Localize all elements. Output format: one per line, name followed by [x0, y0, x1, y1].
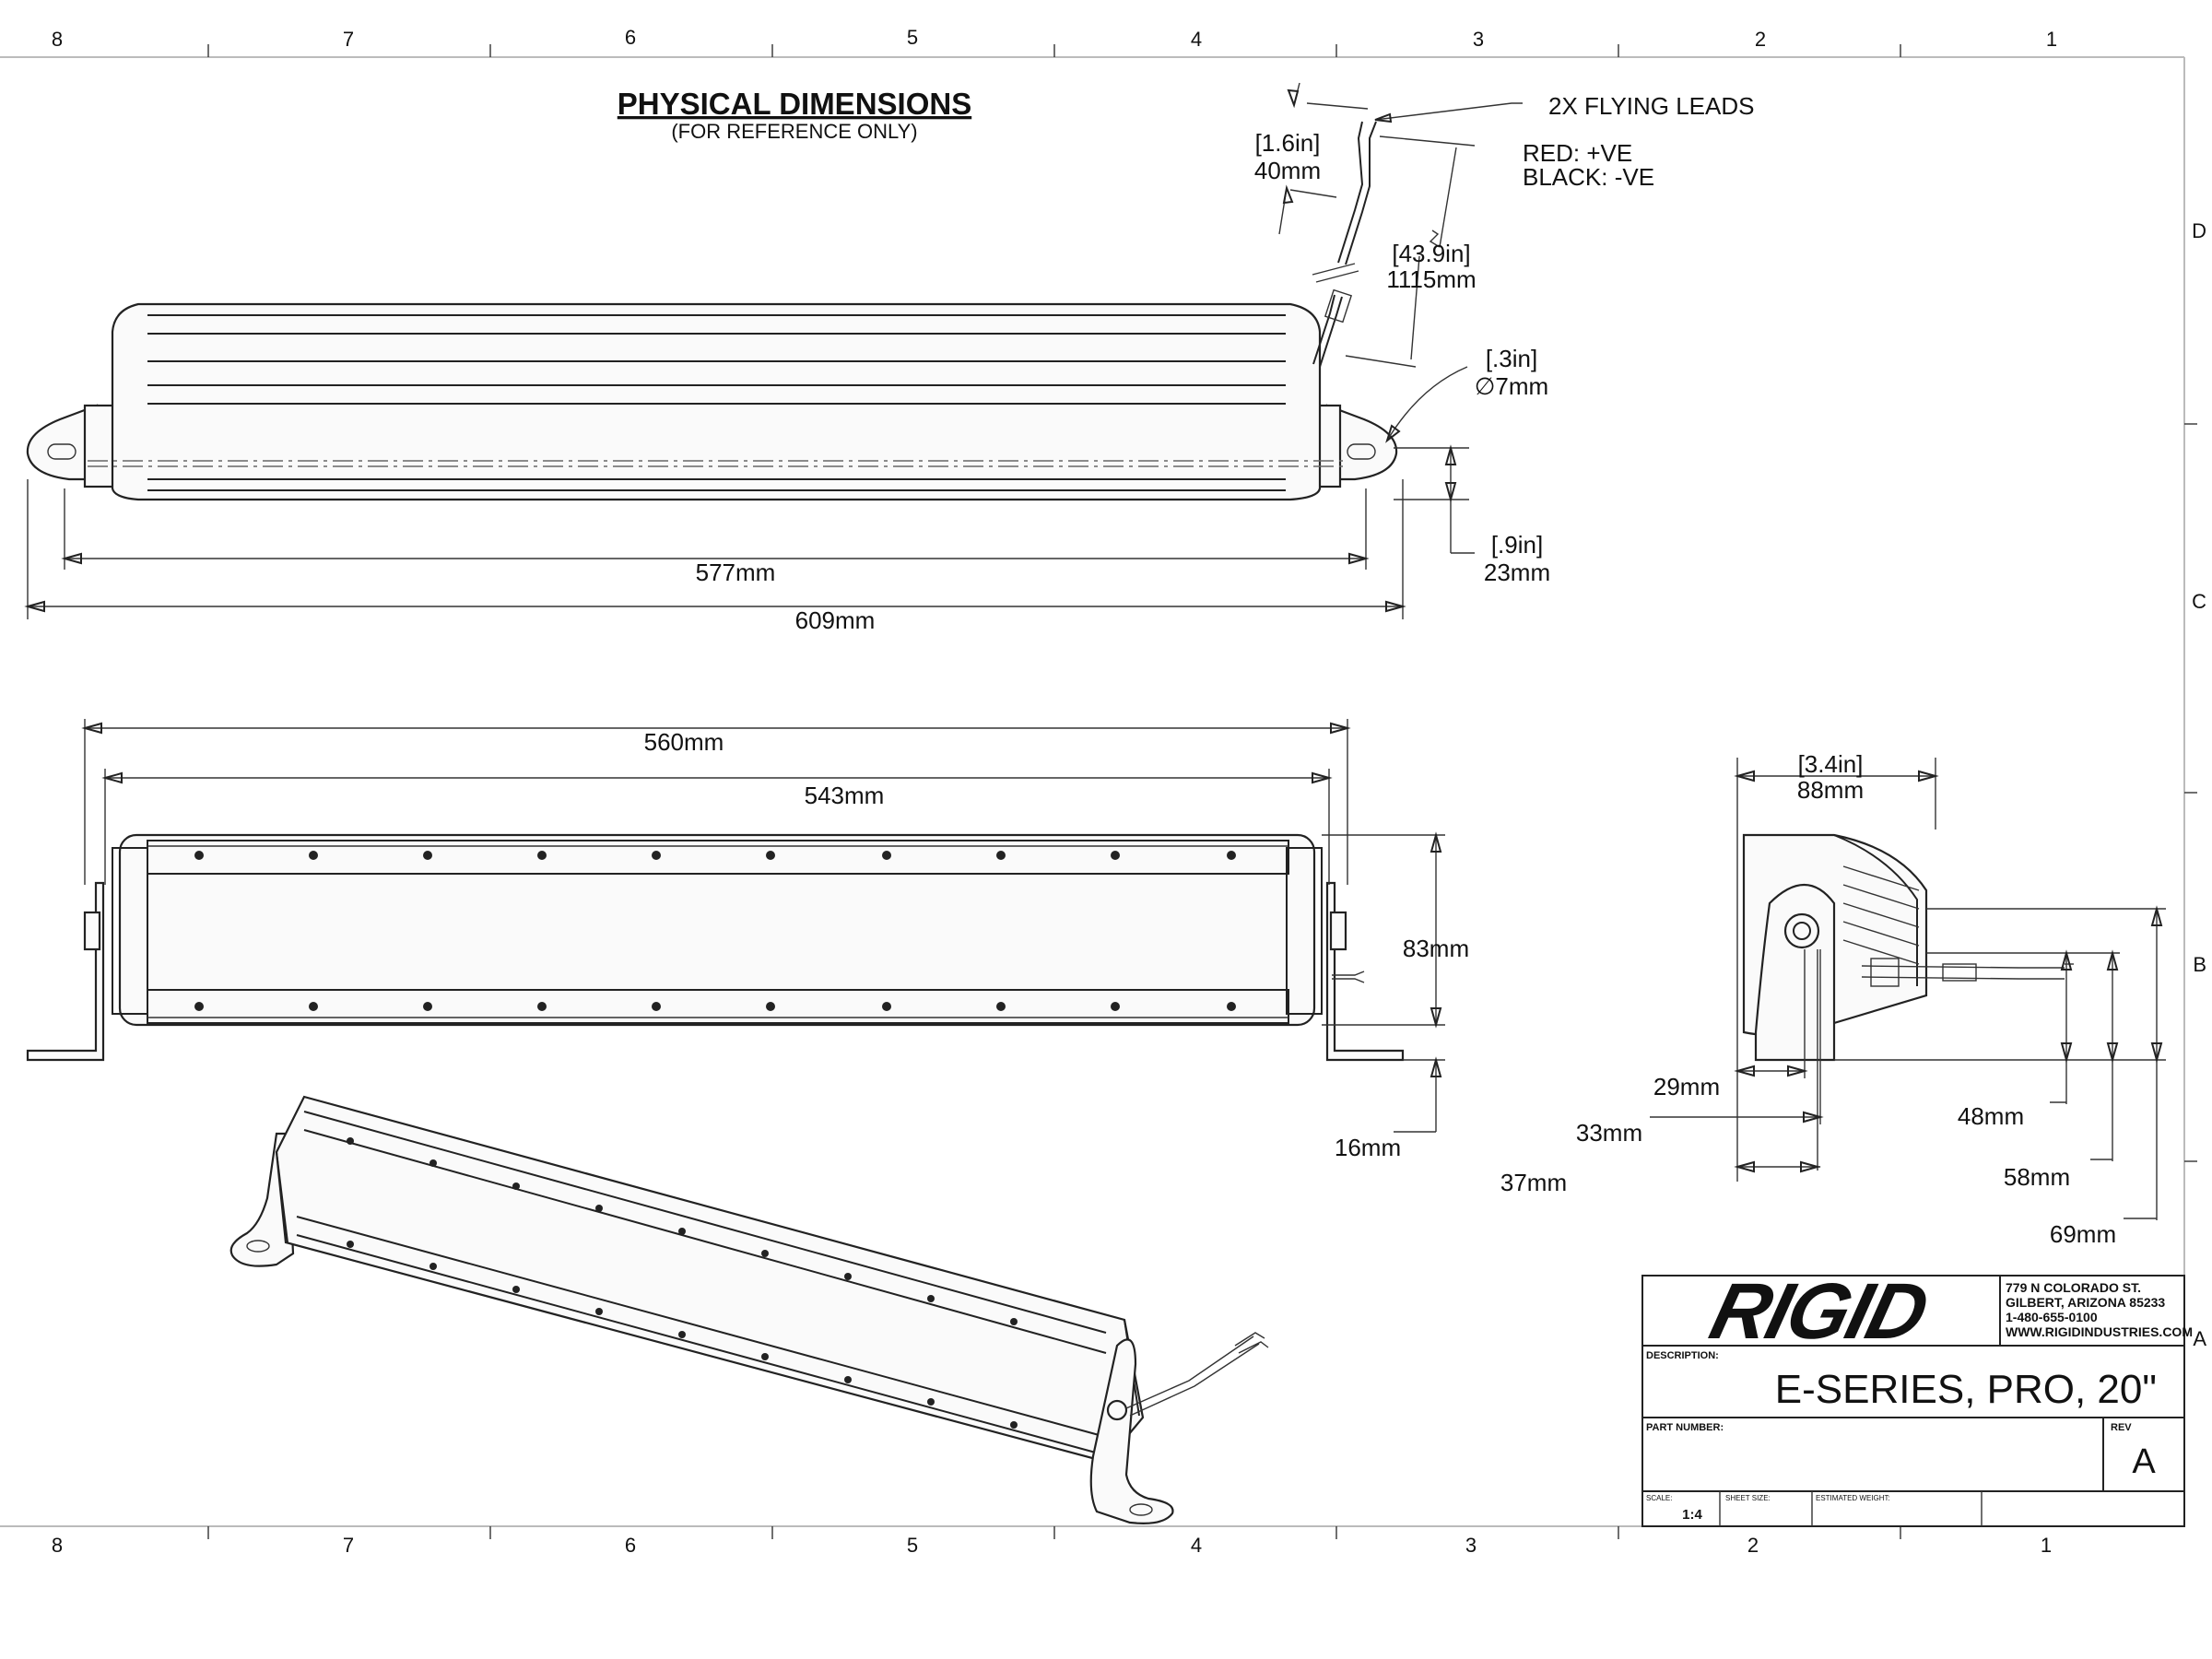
dim-depth-mm: 88mm	[1797, 776, 1864, 804]
left-slot	[47, 443, 76, 460]
rigid-logo: RIGID	[1702, 1266, 1936, 1356]
zone-col-5-bottom: 5	[907, 1534, 918, 1557]
zone-labels-bottom: 8 7 6 5 4 3 2 1	[52, 1534, 2052, 1557]
heat-shrink	[1324, 288, 1353, 324]
left-endcap-front	[112, 847, 148, 1015]
dim-pivot-33mm: 33mm	[1576, 1119, 1642, 1147]
iso-right-bracket	[1089, 1338, 1174, 1524]
rev-value: A	[2132, 1442, 2156, 1481]
dim-pivot-29mm: 29mm	[1653, 1073, 1720, 1100]
zone-row-a: A	[2193, 1327, 2206, 1350]
rev-label: REV	[2111, 1422, 2132, 1433]
flying-leads-top	[1312, 121, 1377, 368]
part-number-label: PART NUMBER:	[1646, 1422, 1724, 1433]
right-slot	[1347, 443, 1376, 460]
zone-col-6: 6	[625, 26, 636, 49]
housing-ribs	[147, 314, 1286, 491]
zone-col-7: 7	[343, 28, 354, 51]
title-block	[1641, 1275, 2185, 1527]
address-line-1: 779 N COLORADO ST.	[2006, 1280, 2141, 1295]
estimated-weight-label: ESTIMATED WEIGHT:	[1816, 1494, 1890, 1502]
dim-pivot-37mm: 37mm	[1500, 1169, 1567, 1196]
callout-red: RED: +VE	[1523, 139, 1632, 167]
zone-labels-top: 8 7 6 5 4 3 2 1	[52, 26, 2057, 51]
zone-col-3: 3	[1473, 28, 1484, 51]
zone-labels-right: D C B A	[2192, 219, 2206, 1350]
front-left-bolt	[83, 911, 101, 951]
led-row-lower	[194, 1002, 1236, 1011]
dim-ear-height-in: [.9in]	[1491, 531, 1543, 559]
zone-col-8: 8	[52, 28, 63, 51]
page-title: PHYSICAL DIMENSIONS	[618, 87, 971, 121]
front-dimensions	[81, 719, 1445, 1133]
callout-flying-leads: 2X FLYING LEADS	[1548, 92, 1755, 120]
side-pivot-bolt	[1783, 912, 1820, 949]
right-endcap-front	[1286, 847, 1323, 1015]
right-mounting-ear	[1325, 404, 1398, 481]
zone-col-1: 1	[2046, 28, 2057, 51]
front-right-bracket	[1325, 881, 1405, 1062]
left-endcap	[83, 404, 118, 488]
dim-height-58mm: 58mm	[2004, 1163, 2070, 1191]
zone-col-2: 2	[1755, 28, 1766, 51]
zone-col-1-bottom: 1	[2041, 1534, 2052, 1557]
top-dimensions	[24, 82, 1523, 619]
dim-bracket-offset: 16mm	[1335, 1134, 1401, 1161]
zone-row-d: D	[2192, 219, 2206, 242]
scale-value: 1:4	[1682, 1507, 1702, 1523]
description-label: DESCRIPTION:	[1646, 1350, 1719, 1361]
phone-number: 1-480-655-0100	[2006, 1310, 2098, 1324]
dim-hole-in: [.3in]	[1486, 345, 1537, 372]
address-line-2: GILBERT, ARIZONA 85233	[2006, 1295, 2165, 1310]
dim-hole-mm: ∅7mm	[1475, 372, 1548, 400]
callout-black: BLACK: -VE	[1523, 163, 1654, 191]
dim-cable-length-mm: 1115mm	[1386, 265, 1476, 293]
zone-row-c: C	[2192, 590, 2206, 613]
website: WWW.RIGIDINDUSTRIES.COM	[2006, 1324, 2193, 1339]
iso-led-row-lower	[347, 1241, 1018, 1429]
side-fins	[1842, 865, 1920, 965]
dim-housing-height: 83mm	[1403, 935, 1469, 962]
iso-housing	[275, 1095, 1145, 1464]
front-view	[26, 833, 1405, 1062]
dim-height-48mm: 48mm	[1958, 1102, 2024, 1130]
description-value: E-SERIES, PRO, 20"	[1775, 1367, 2157, 1412]
zone-col-5: 5	[907, 26, 918, 49]
front-left-bracket	[26, 881, 105, 1062]
dim-housing-length: 560mm	[644, 728, 724, 756]
zone-col-4: 4	[1191, 28, 1202, 51]
bar-housing	[111, 302, 1322, 501]
dim-overall-length: 609mm	[795, 606, 876, 634]
iso-led-row-upper	[347, 1137, 1018, 1325]
zone-col-6-bottom: 6	[625, 1534, 636, 1557]
side-dimensions	[1650, 758, 2166, 1220]
dim-depth-in: [3.4in]	[1798, 750, 1864, 778]
zone-row-b: B	[2193, 953, 2206, 976]
front-right-bolt	[1329, 911, 1347, 951]
dim-slot-spacing: 577mm	[696, 559, 776, 586]
dim-lead-length-in: [1.6in]	[1255, 129, 1321, 157]
dim-ear-height-mm: 23mm	[1484, 559, 1550, 586]
side-view	[1742, 833, 2065, 1062]
dim-lens-length: 543mm	[805, 782, 885, 809]
isometric-view	[229, 1095, 1269, 1524]
top-view	[26, 302, 1398, 501]
zone-col-4-bottom: 4	[1191, 1534, 1202, 1557]
zone-col-7-bottom: 7	[343, 1534, 354, 1557]
dim-cable-length-in: [43.9in]	[1392, 240, 1470, 267]
dim-lead-length-mm: 40mm	[1254, 157, 1321, 184]
zone-col-3-bottom: 3	[1465, 1534, 1477, 1557]
front-housing	[118, 833, 1316, 1027]
led-row-upper	[194, 851, 1236, 860]
left-mounting-ear	[26, 404, 99, 481]
zone-col-8-bottom: 8	[52, 1534, 63, 1557]
dim-height-69mm: 69mm	[2050, 1220, 2116, 1248]
sheet-size-label: SHEET SIZE:	[1725, 1494, 1771, 1502]
scale-label: SCALE:	[1646, 1494, 1672, 1502]
zone-col-2-bottom: 2	[1747, 1534, 1759, 1557]
page-subtitle: (FOR REFERENCE ONLY)	[671, 120, 917, 143]
